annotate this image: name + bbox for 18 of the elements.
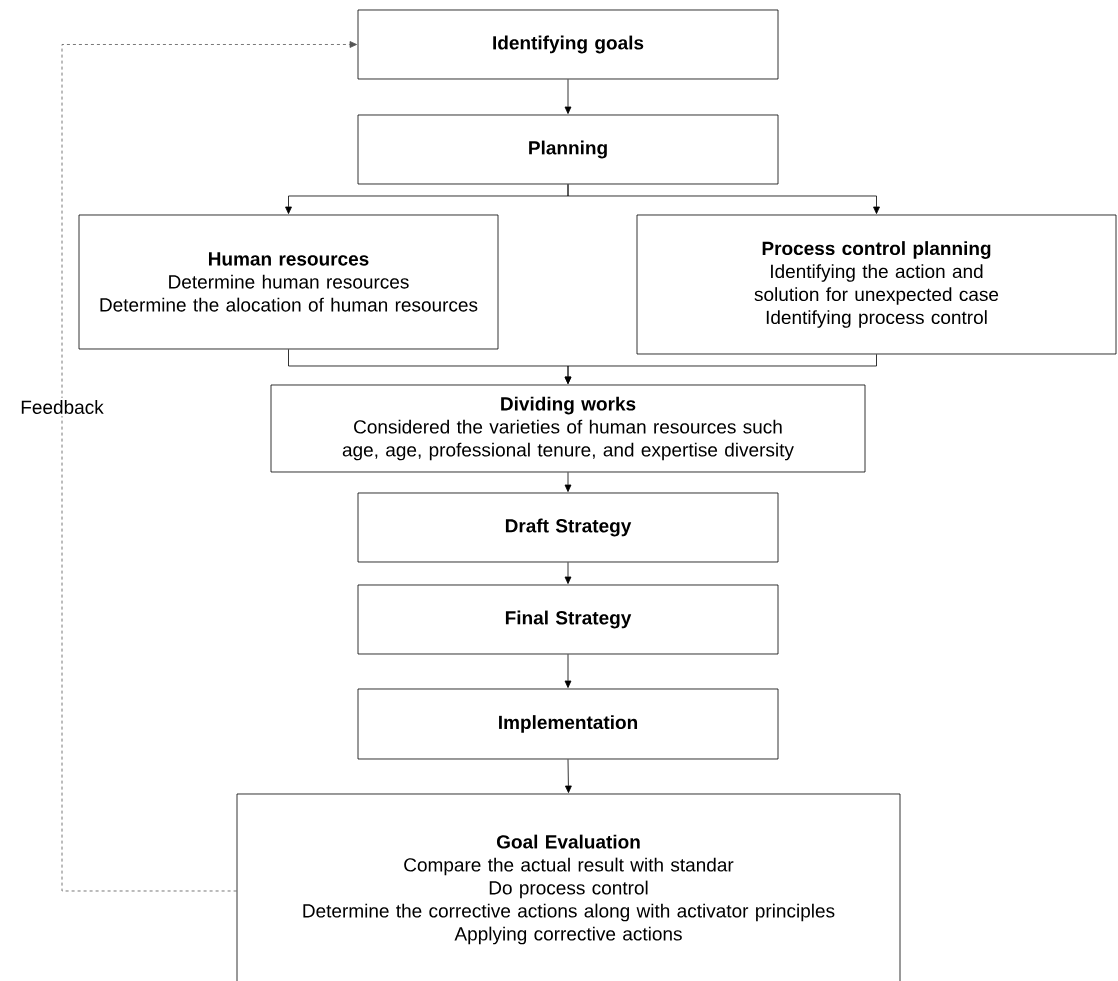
process-box: Implementation [357,688,779,760]
arrow [564,654,572,688]
arrow [565,759,572,793]
edge-label: Feedback [18,398,106,416]
arrow [564,79,572,114]
arrow [564,472,572,492]
arrow [61,41,357,892]
arrow [567,184,880,214]
process-box: Planning [357,114,779,185]
process-box: Draft Strategy [357,492,779,563]
process-box: Process control planning Identifying the action and solution for unexpected case Identifying process control [636,214,1117,355]
arrow [564,354,877,384]
process-box: Human resources Determine human resources Determine the alocation of human resources [78,214,499,350]
process-box: Dividing works Considered the varieties of human resources such age, age, professional tenure, and expertise diversity [270,384,866,473]
process-box: Final Strategy [357,584,779,655]
process-box: Goal Evaluation Compare the actual result with standar Do process control Determine the corrective actions along with activator principles Applying corrective actions [236,793,901,981]
arrow [564,562,572,584]
process-box: Identifying goals [357,9,779,80]
